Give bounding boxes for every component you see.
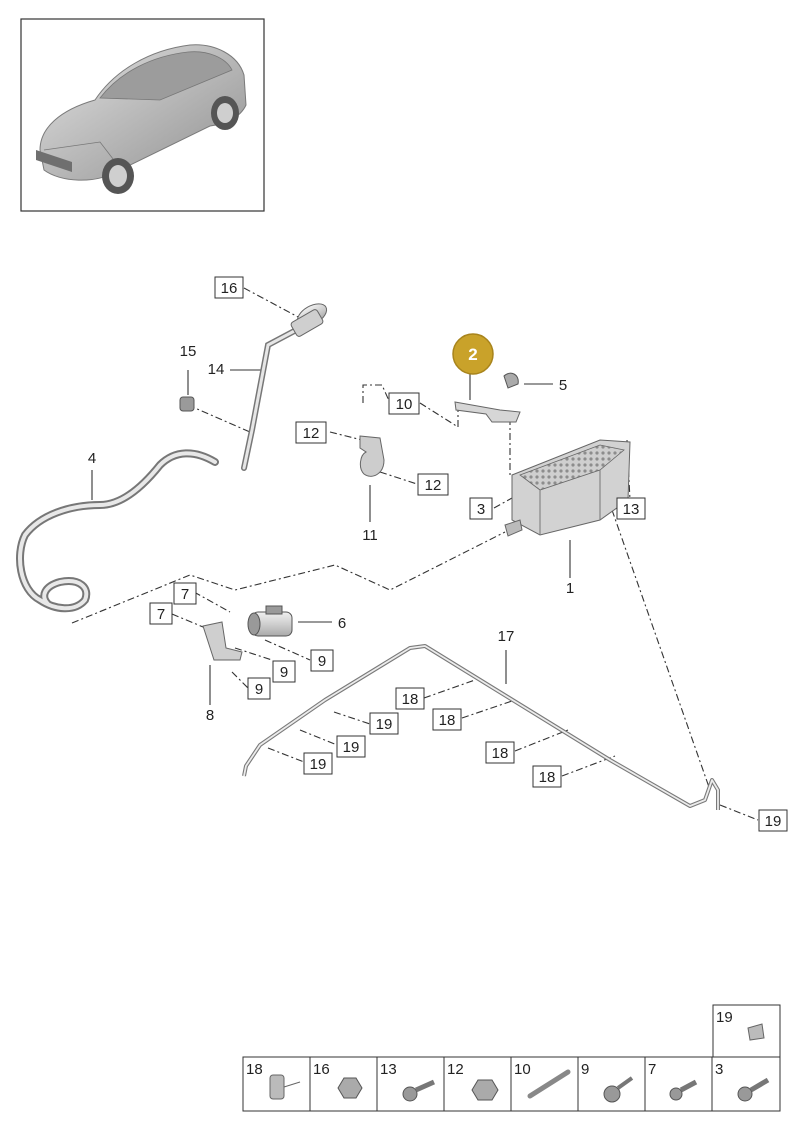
legend-cell-6[interactable]: 7 <box>648 1057 713 1111</box>
box-callout-7b[interactable]: 7 <box>149 602 173 625</box>
box-callout-3[interactable]: 3 <box>469 497 493 520</box>
callout-numbers: 4 15 14 5 11 1 6 8 17 <box>88 343 574 724</box>
callout-4[interactable]: 4 <box>88 450 96 467</box>
box-callout-19c-label: 19 <box>310 756 327 773</box>
legend-cell-2[interactable]: 13 <box>380 1057 445 1111</box>
callout-8[interactable]: 8 <box>206 707 214 724</box>
legend-row: 18 16 13 12 10 <box>242 1056 781 1112</box>
box-callout-18a-label: 18 <box>402 691 419 708</box>
legend-cell-19[interactable]: 19 <box>712 1004 781 1058</box>
box-callout-19d-label: 19 <box>765 813 782 830</box>
screw-icon <box>603 1076 634 1103</box>
box-callout-18a[interactable]: 18 <box>395 687 425 710</box>
part-5-clip <box>503 372 519 389</box>
part-17-line <box>242 644 720 810</box>
car-illustration <box>36 44 247 194</box>
callout-15[interactable]: 15 <box>180 343 197 360</box>
box-callout-18d[interactable]: 18 <box>532 765 562 788</box>
part-4-hose <box>16 449 219 613</box>
box-callout-7a-label: 7 <box>181 586 189 603</box>
lead-lines <box>71 287 759 821</box>
legend-cell-1[interactable]: 16 <box>313 1057 378 1111</box>
box-callout-10[interactable]: 10 <box>388 392 420 415</box>
parts <box>16 303 720 810</box>
callout-11[interactable]: 11 <box>362 527 378 544</box>
box-callout-18c-label: 18 <box>492 745 509 762</box>
box-callout-18c[interactable]: 18 <box>485 741 515 764</box>
part-6-valve <box>247 605 293 637</box>
legend-cell-4[interactable]: 10 <box>514 1057 579 1111</box>
box-callout-9b[interactable]: 9 <box>272 660 296 683</box>
box-callout-12b[interactable]: 12 <box>417 473 449 496</box>
box-callout-19b[interactable]: 19 <box>336 735 366 758</box>
vehicle-thumbnail <box>20 18 265 212</box>
box-callout-19a[interactable]: 19 <box>369 712 399 735</box>
box-callout-18b-label: 18 <box>439 712 456 729</box>
legend-top-label: 19 <box>716 1009 733 1026</box>
box-callout-9c-label: 9 <box>255 681 263 698</box>
box-callout-19c[interactable]: 19 <box>303 752 333 775</box>
highlight-part-2[interactable]: 2 <box>452 333 494 375</box>
box-callout-13-label: 13 <box>623 501 640 518</box>
callout-5[interactable]: 5 <box>559 377 567 394</box>
legend-label-2: 13 <box>380 1061 397 1078</box>
highlight-label: 2 <box>468 345 477 364</box>
legend-cell-7[interactable]: 3 <box>715 1061 770 1102</box>
legend-cell-0[interactable]: 18 <box>246 1057 311 1111</box>
box-callout-9a-label: 9 <box>318 653 326 670</box>
bolt-icon <box>402 1079 436 1102</box>
boxed-callouts: 16 10 12 12 3 13 7 7 9 9 9 18 18 18 18 1… <box>149 276 788 832</box>
box-callout-18d-label: 18 <box>539 769 556 786</box>
stud-icon <box>527 1069 571 1099</box>
flange-bolt-icon <box>737 1077 770 1102</box>
legend-cell-5[interactable]: 9 <box>581 1057 646 1111</box>
part-11-bracket <box>359 435 385 477</box>
legend-label-4: 10 <box>514 1061 531 1078</box>
legend-label-6: 7 <box>648 1061 656 1078</box>
callout-1[interactable]: 1 <box>566 580 574 597</box>
box-callout-12a[interactable]: 12 <box>295 421 327 444</box>
part-2-bracket <box>454 401 521 423</box>
callout-6[interactable]: 6 <box>338 615 346 632</box>
box-callout-16[interactable]: 16 <box>214 276 244 299</box>
box-callout-13[interactable]: 13 <box>616 497 646 520</box>
box-callout-7b-label: 7 <box>157 606 165 623</box>
callout-17[interactable]: 17 <box>498 628 515 645</box>
part-14-filler-pipe <box>241 303 328 471</box>
legend-label-5: 9 <box>581 1061 589 1078</box>
legend-label-0: 18 <box>246 1061 263 1078</box>
part-1-activated-charcoal-canister <box>504 439 631 537</box>
box-callout-9c[interactable]: 9 <box>247 677 271 700</box>
hex-nut-icon <box>337 1077 363 1099</box>
clip-icon <box>269 1074 301 1100</box>
box-callout-12a-label: 12 <box>303 425 320 442</box>
box-callout-9b-label: 9 <box>280 664 288 681</box>
box-callout-18b[interactable]: 18 <box>432 708 462 731</box>
short-bolt-icon <box>669 1079 698 1101</box>
box-callout-9a[interactable]: 9 <box>310 649 334 672</box>
box-callout-7a[interactable]: 7 <box>173 582 197 605</box>
legend-label-3: 12 <box>447 1061 464 1078</box>
box-callout-19a-label: 19 <box>376 716 393 733</box>
legend-cell-3[interactable]: 12 <box>447 1057 512 1111</box>
legend-label-7: 3 <box>715 1061 723 1078</box>
legend-label-1: 16 <box>313 1061 330 1078</box>
callout-14[interactable]: 14 <box>208 361 225 378</box>
flange-nut-icon <box>471 1079 499 1101</box>
part-15-grommet <box>179 396 195 412</box>
box-callout-12b-label: 12 <box>425 477 442 494</box>
box-callout-10-label: 10 <box>396 396 413 413</box>
box-callout-3-label: 3 <box>477 501 485 518</box>
box-callout-16-label: 16 <box>221 280 238 297</box>
part-8-bracket <box>202 621 243 661</box>
box-callout-19d[interactable]: 19 <box>758 809 788 832</box>
clip-nut-icon <box>747 1023 765 1041</box>
fastener-legend: 19 18 16 13 12 <box>242 1004 781 1112</box>
box-callout-19b-label: 19 <box>343 739 360 756</box>
